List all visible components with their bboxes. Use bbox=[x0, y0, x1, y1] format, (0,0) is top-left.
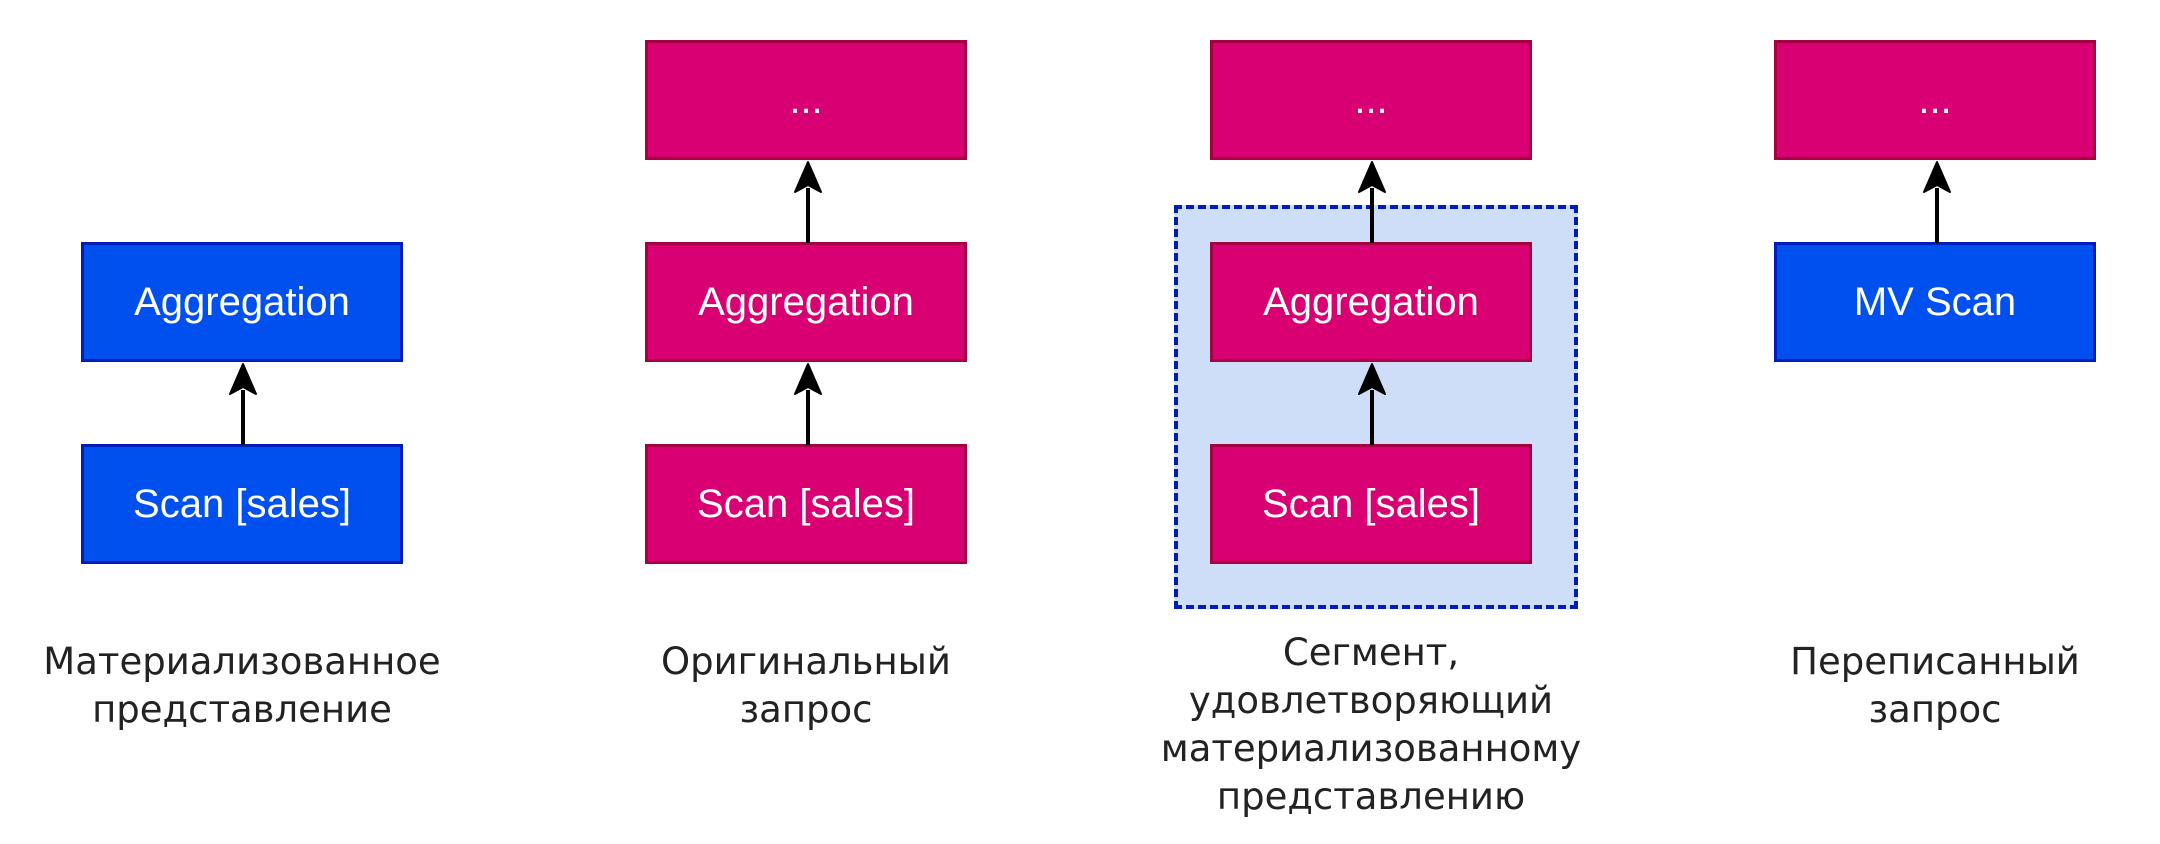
original-aggregation-node: Aggregation bbox=[645, 242, 967, 362]
segment-ellipsis-node: ... bbox=[1210, 40, 1532, 160]
segment-scan-sales-node: Scan [sales] bbox=[1210, 444, 1532, 564]
caption-line: удовлетворяющий bbox=[1188, 679, 1554, 722]
original-caption: Оригинальный запрос bbox=[546, 638, 1066, 734]
caption-line: Сегмент, bbox=[1282, 631, 1460, 674]
caption-line: Оригинальный bbox=[661, 640, 951, 683]
caption-line: представление bbox=[92, 688, 392, 731]
caption-line: запрос bbox=[1868, 688, 2002, 731]
arrowhead-icon bbox=[794, 161, 822, 193]
caption-line: представлению bbox=[1216, 775, 1526, 818]
mv-aggregation-node: Aggregation bbox=[81, 242, 403, 362]
arrowhead-icon bbox=[794, 363, 822, 395]
arrowhead-icon bbox=[1358, 161, 1386, 193]
caption-line: Материализованное bbox=[43, 640, 441, 683]
arrowhead-icon bbox=[1923, 161, 1951, 193]
mv-caption: Материализованное представление bbox=[0, 638, 502, 734]
original-ellipsis-node: ... bbox=[645, 40, 967, 160]
original-scan-sales-node: Scan [sales] bbox=[645, 444, 967, 564]
rewritten-ellipsis-node: ... bbox=[1774, 40, 2096, 160]
arrowhead-icon bbox=[229, 363, 257, 395]
arrowhead-icon bbox=[1358, 363, 1386, 395]
caption-line: запрос bbox=[739, 688, 873, 731]
segment-aggregation-node: Aggregation bbox=[1210, 242, 1532, 362]
caption-line: материализованному bbox=[1160, 727, 1582, 770]
caption-line: Переписанный bbox=[1790, 640, 2080, 683]
mv-scan-sales-node: Scan [sales] bbox=[81, 444, 403, 564]
segment-caption: Сегмент, удовлетворяющий материализованн… bbox=[1111, 629, 1631, 821]
rewritten-mv-scan-node: MV Scan bbox=[1774, 242, 2096, 362]
rewritten-caption: Переписанный запрос bbox=[1675, 638, 2160, 734]
